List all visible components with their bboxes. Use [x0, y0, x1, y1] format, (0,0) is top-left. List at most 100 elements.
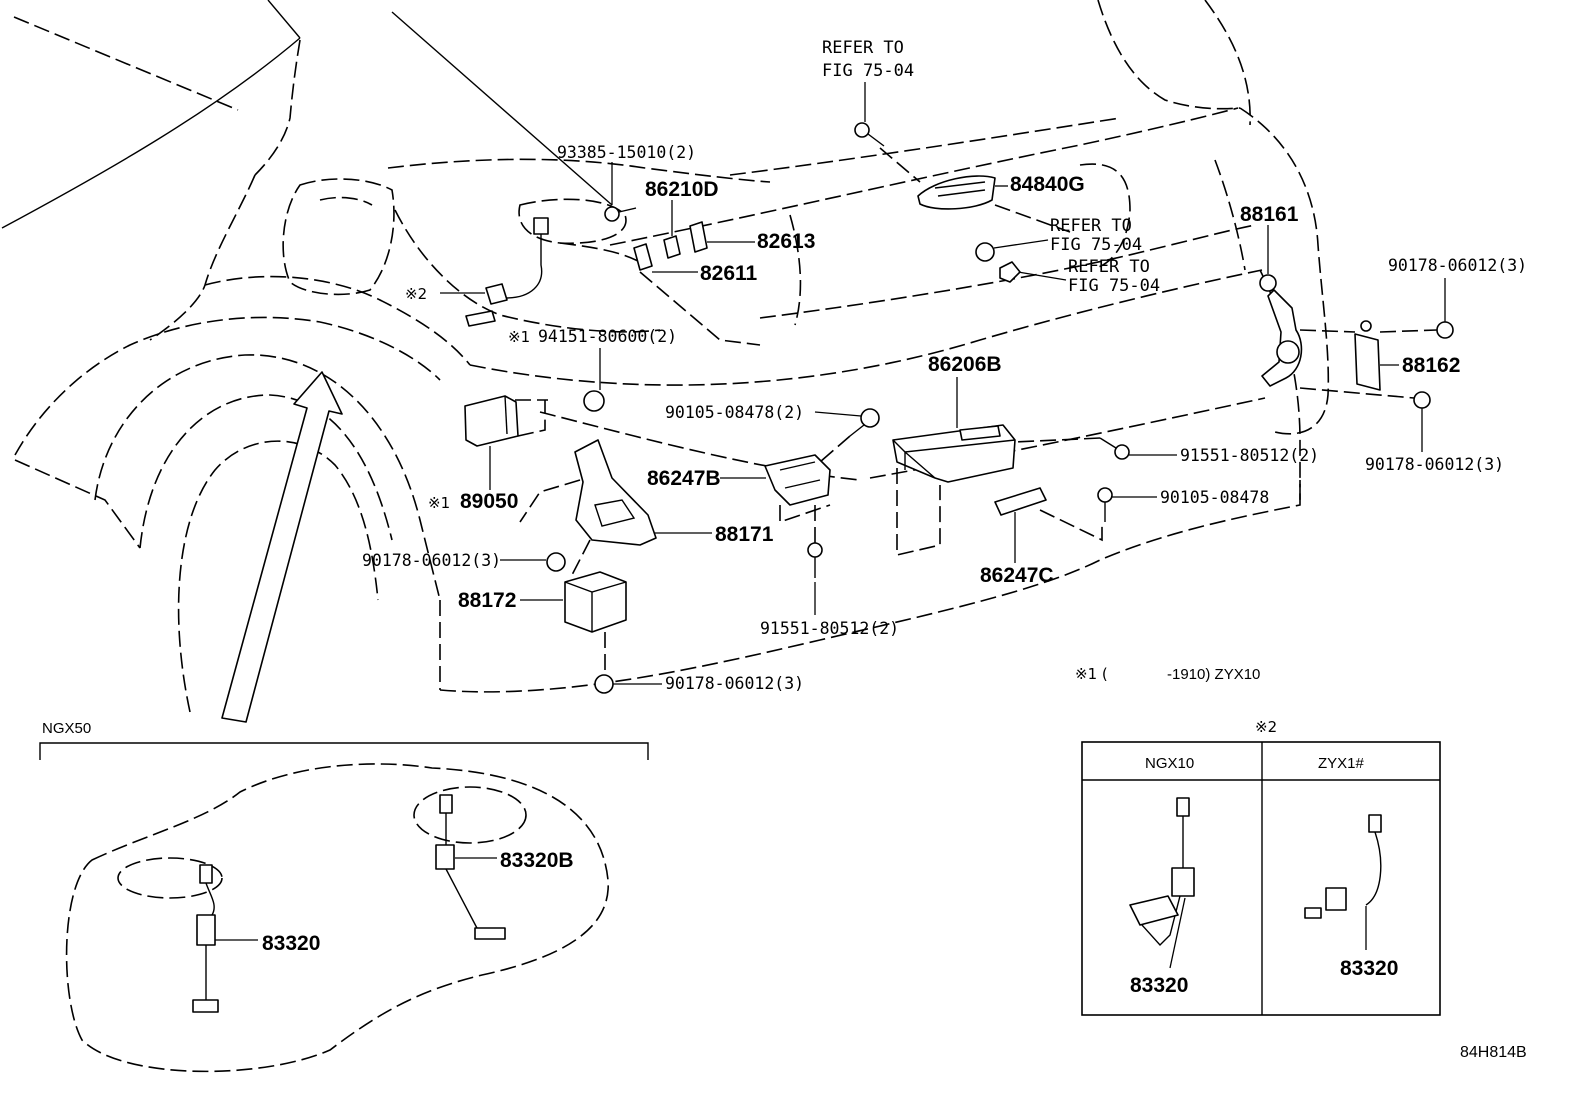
tail-lamp-outline	[282, 178, 395, 296]
grommet-refer	[975, 242, 995, 262]
zyx-connector	[1368, 814, 1382, 833]
rear-right-pillar	[1204, 0, 1251, 126]
garnish-outline	[1079, 163, 1131, 269]
harness-x2-connector	[533, 217, 549, 235]
bracket-86247C-part	[994, 487, 1047, 516]
module-86206B-connector	[959, 425, 1001, 441]
tank-opening-left	[117, 857, 223, 899]
callout-90178-06012-right-top: 90178-06012(3)	[1388, 256, 1527, 275]
nut-90178-bottom	[594, 674, 614, 694]
sender-left-body	[196, 914, 216, 946]
nut-94151	[583, 390, 605, 412]
tailgate-side-left	[789, 214, 802, 326]
sender-right-body	[435, 844, 455, 870]
note-1-suffix: -1910) ZYX10	[1167, 666, 1260, 683]
refer-low-line2: FIG 75-04	[1068, 276, 1160, 296]
windshield-edge	[1, 37, 301, 229]
mark-1-bolt: ※1	[508, 328, 530, 346]
bolt-90105-2-line	[819, 435, 851, 463]
callout-88172: 88172	[458, 589, 516, 612]
fuel-lid-outline	[518, 198, 627, 245]
zyx-wire	[1365, 831, 1382, 906]
callout-82611: 82611	[700, 262, 758, 285]
body-side-lower	[14, 316, 441, 456]
quarter-lower-line	[394, 209, 661, 333]
callout-90105-08478-2: 90105-08478(2)	[665, 403, 804, 422]
bracket-b-line	[779, 504, 831, 524]
bracket-88171-window	[594, 499, 636, 527]
sender-left-float	[192, 999, 219, 1013]
c-pillar-line	[254, 39, 301, 176]
quarter-upper	[149, 174, 256, 341]
variant-header-zyx1: ZYX1#	[1318, 755, 1365, 772]
clip-86210D-part	[663, 235, 681, 259]
bracket-88171-line	[519, 479, 581, 523]
callout-86210D: 86210D	[645, 178, 719, 201]
bracket-86247B-detail	[779, 461, 821, 489]
module-mount-line-1	[896, 468, 941, 557]
variant-table-mark: ※2	[1255, 718, 1277, 736]
harness-x2-wire	[505, 232, 543, 299]
sender-right-float	[474, 927, 506, 940]
callout-83320B: 83320B	[500, 849, 574, 872]
callout-89050: 89050	[460, 490, 518, 513]
zyx-body	[1325, 887, 1347, 911]
sensor-88161-line	[1299, 329, 1356, 333]
clip-82613-part	[689, 221, 708, 253]
variant-header-ngx10: NGX10	[1145, 755, 1194, 772]
sensor-88172-edge	[564, 581, 627, 632]
clip-82611-part	[633, 243, 653, 271]
bumper-top	[469, 269, 1263, 386]
quarter-top-line	[387, 158, 771, 183]
refer-low-line1: REFER TO	[1068, 257, 1150, 277]
callout-88162: 88162	[1402, 354, 1460, 377]
figure-code: 84H814B	[1460, 1044, 1527, 1061]
refer-mid-line1: REFER TO	[1050, 216, 1132, 236]
a-pillar-edge	[267, 0, 301, 39]
bolt-refer-head	[854, 122, 870, 138]
bolt-90105-2-head	[860, 408, 880, 428]
rear-right-upper	[1097, 0, 1241, 110]
bracket-88171-part	[574, 439, 657, 546]
lead-83320-ngx10	[1169, 897, 1186, 969]
rocker-line	[14, 459, 141, 549]
switch-84840G-detail	[934, 181, 986, 197]
fender-upper	[204, 275, 471, 366]
clip-refer	[999, 261, 1021, 283]
tank-opening-right	[413, 786, 527, 844]
callout-labels: REFER TO FIG 75-04 REFER TO FIG 75-04 RE…	[42, 38, 1527, 1061]
switch-line-lower	[994, 204, 1071, 233]
tailgate-upper-line	[729, 117, 1121, 176]
module-86206B-top	[892, 439, 1016, 479]
inset-ngx50-bracket	[39, 742, 649, 760]
tank-outline	[65, 763, 609, 1073]
rear-right-lamp	[1214, 159, 1246, 271]
sender-right-connector	[439, 794, 453, 814]
ngx10-connector	[1176, 797, 1190, 817]
wheel-arch-inner	[139, 394, 393, 549]
harness-line	[559, 242, 641, 263]
callout-90178-06012-right-bottom: 90178-06012(3)	[1365, 455, 1504, 474]
lead-refer-mid	[993, 239, 1049, 249]
module-88162-part	[1354, 333, 1381, 391]
callout-93385-15010: 93385-15010(2)	[557, 143, 696, 162]
callout-90178-06012-bottom: 90178-06012(3)	[665, 674, 804, 693]
wheel-tire	[177, 440, 379, 713]
callout-88161: 88161	[1240, 203, 1299, 226]
sensor-88161-arm	[1261, 289, 1303, 387]
note-1-prefix: ※1 (	[1075, 665, 1108, 683]
tailgate-top-edge	[609, 107, 1239, 246]
nut-90178-left	[546, 552, 566, 572]
callout-82613: 82613	[757, 230, 815, 253]
sender-right-arm	[445, 868, 479, 931]
grommet-x2-part	[465, 310, 496, 327]
callout-91551-80512-right: 91551-80512(2)	[1180, 446, 1319, 465]
callout-83320-ngx10: 83320	[1130, 974, 1188, 997]
nut-88162-line-2	[1299, 387, 1415, 399]
mark-1-ecu: ※1	[428, 494, 450, 512]
switch-84840G-part	[917, 175, 996, 210]
rear-glass-edge	[391, 11, 613, 206]
sensor-88172-part	[564, 571, 627, 633]
callout-86247C: 86247C	[980, 564, 1054, 587]
